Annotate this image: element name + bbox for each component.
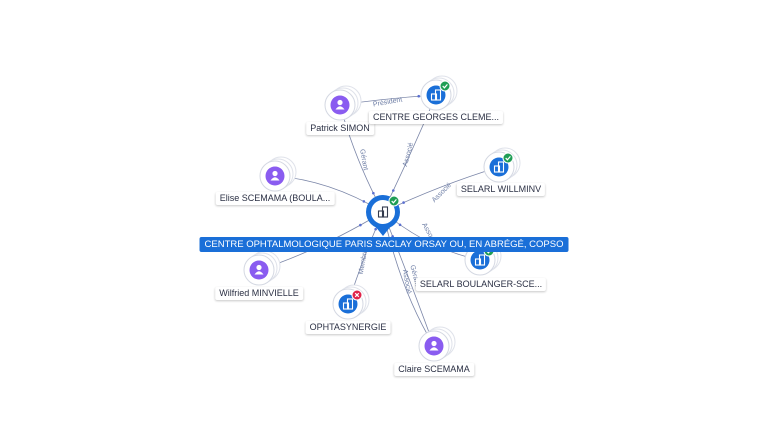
cross-icon	[354, 292, 360, 298]
edge-label: Associé	[401, 269, 412, 294]
edge-label: Président	[373, 96, 403, 108]
edge-arrow	[398, 223, 402, 227]
node-claire[interactable]	[418, 326, 456, 362]
check-icon	[391, 199, 397, 204]
company-icon-low	[430, 93, 438, 101]
edge-arrow	[362, 200, 366, 203]
check-badge-icon	[439, 80, 451, 92]
check-icon	[505, 156, 511, 161]
node-elise[interactable]	[259, 156, 297, 192]
node-wilfried[interactable]	[243, 250, 281, 286]
company-icon-tall	[346, 298, 354, 310]
node-label-claire[interactable]: Claire SCEMAMA	[394, 363, 474, 376]
edge-arrow	[402, 201, 405, 204]
node-label-elise[interactable]: Elise SCEMAMA (BOULA...	[215, 192, 335, 205]
company-icon-low	[474, 258, 482, 266]
company-icon-tall	[381, 206, 389, 218]
person-icon-body	[270, 177, 280, 181]
company-icon-tall	[434, 89, 442, 101]
node-patrick[interactable]	[324, 85, 362, 121]
node-label-georges[interactable]: CENTRE GEORGES CLEME...	[368, 111, 504, 124]
edge-arrow	[374, 227, 377, 231]
edge-arrow	[372, 191, 375, 195]
person-icon-body	[429, 347, 439, 351]
center-node-label[interactable]: CENTRE OPHTALMOLOGIQUE PARIS SACLAY ORSA…	[199, 237, 569, 252]
edge-label: Membre	[358, 248, 369, 275]
node-label-wilfried[interactable]: Wilfried MINVIELLE	[215, 287, 303, 300]
node-label-patrick[interactable]: Patrick SIMON	[306, 122, 374, 135]
edge-label: Associé	[402, 142, 415, 168]
check-badge-icon	[388, 195, 400, 207]
node-ophtasynergie[interactable]	[332, 284, 370, 320]
company-icon-low	[377, 210, 385, 218]
company-icon-low	[342, 302, 350, 310]
node-label-ophtasynergie[interactable]: OPHTASYNERGIE	[305, 321, 391, 334]
node-willminv[interactable]	[483, 147, 521, 183]
node-label-boulanger[interactable]: SELARL BOULANGER-SCE...	[415, 278, 547, 291]
edge-arrow	[417, 94, 421, 98]
company-icon-low	[493, 165, 501, 173]
node-label-willminv[interactable]: SELARL WILLMINV	[456, 183, 546, 196]
person-icon-head	[431, 340, 437, 347]
company-icon-tall	[478, 254, 486, 266]
company-icon-tall	[497, 161, 505, 173]
person-icon-head	[272, 170, 278, 177]
edge-arrow	[359, 223, 362, 227]
edge-arrow	[391, 189, 395, 192]
check-badge-icon	[502, 152, 514, 164]
center-node[interactable]	[366, 195, 400, 236]
person-icon-head	[256, 264, 262, 271]
edge-label: Associé	[431, 182, 453, 204]
node-georges[interactable]	[420, 75, 458, 111]
edge-label: Gérant	[358, 149, 369, 171]
person-icon-body	[335, 106, 345, 110]
person-icon-body	[254, 271, 264, 275]
person-icon-head	[337, 99, 343, 106]
check-icon	[442, 84, 448, 89]
